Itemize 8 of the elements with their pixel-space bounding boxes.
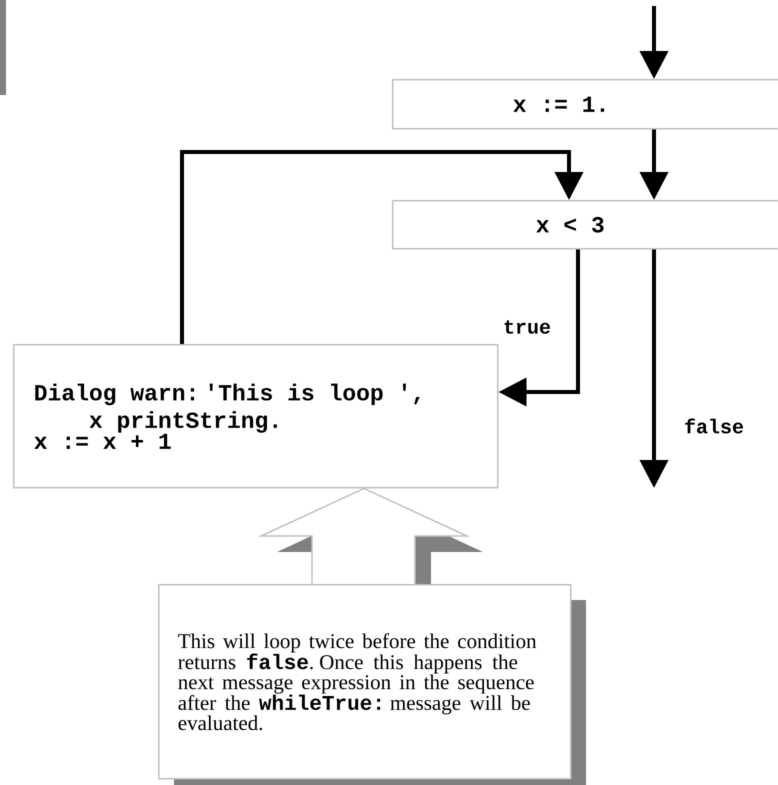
arrow — [180, 150, 584, 344]
statement-box: x := 1. — [392, 79, 778, 130]
edge-label: true — [502, 319, 552, 335]
note-box: This will loop twice before the condition returns false. Once this happens the next message expression in the sequence after the whileTrue: message will be evaluated. — [158, 584, 572, 780]
edge-label: false — [683, 418, 745, 434]
callout-pointer — [258, 488, 483, 585]
code-box: Dialog warn: 'This is loop ', x printString. x := x + 1 — [13, 344, 498, 488]
statement-box: x < 3 — [392, 200, 778, 250]
